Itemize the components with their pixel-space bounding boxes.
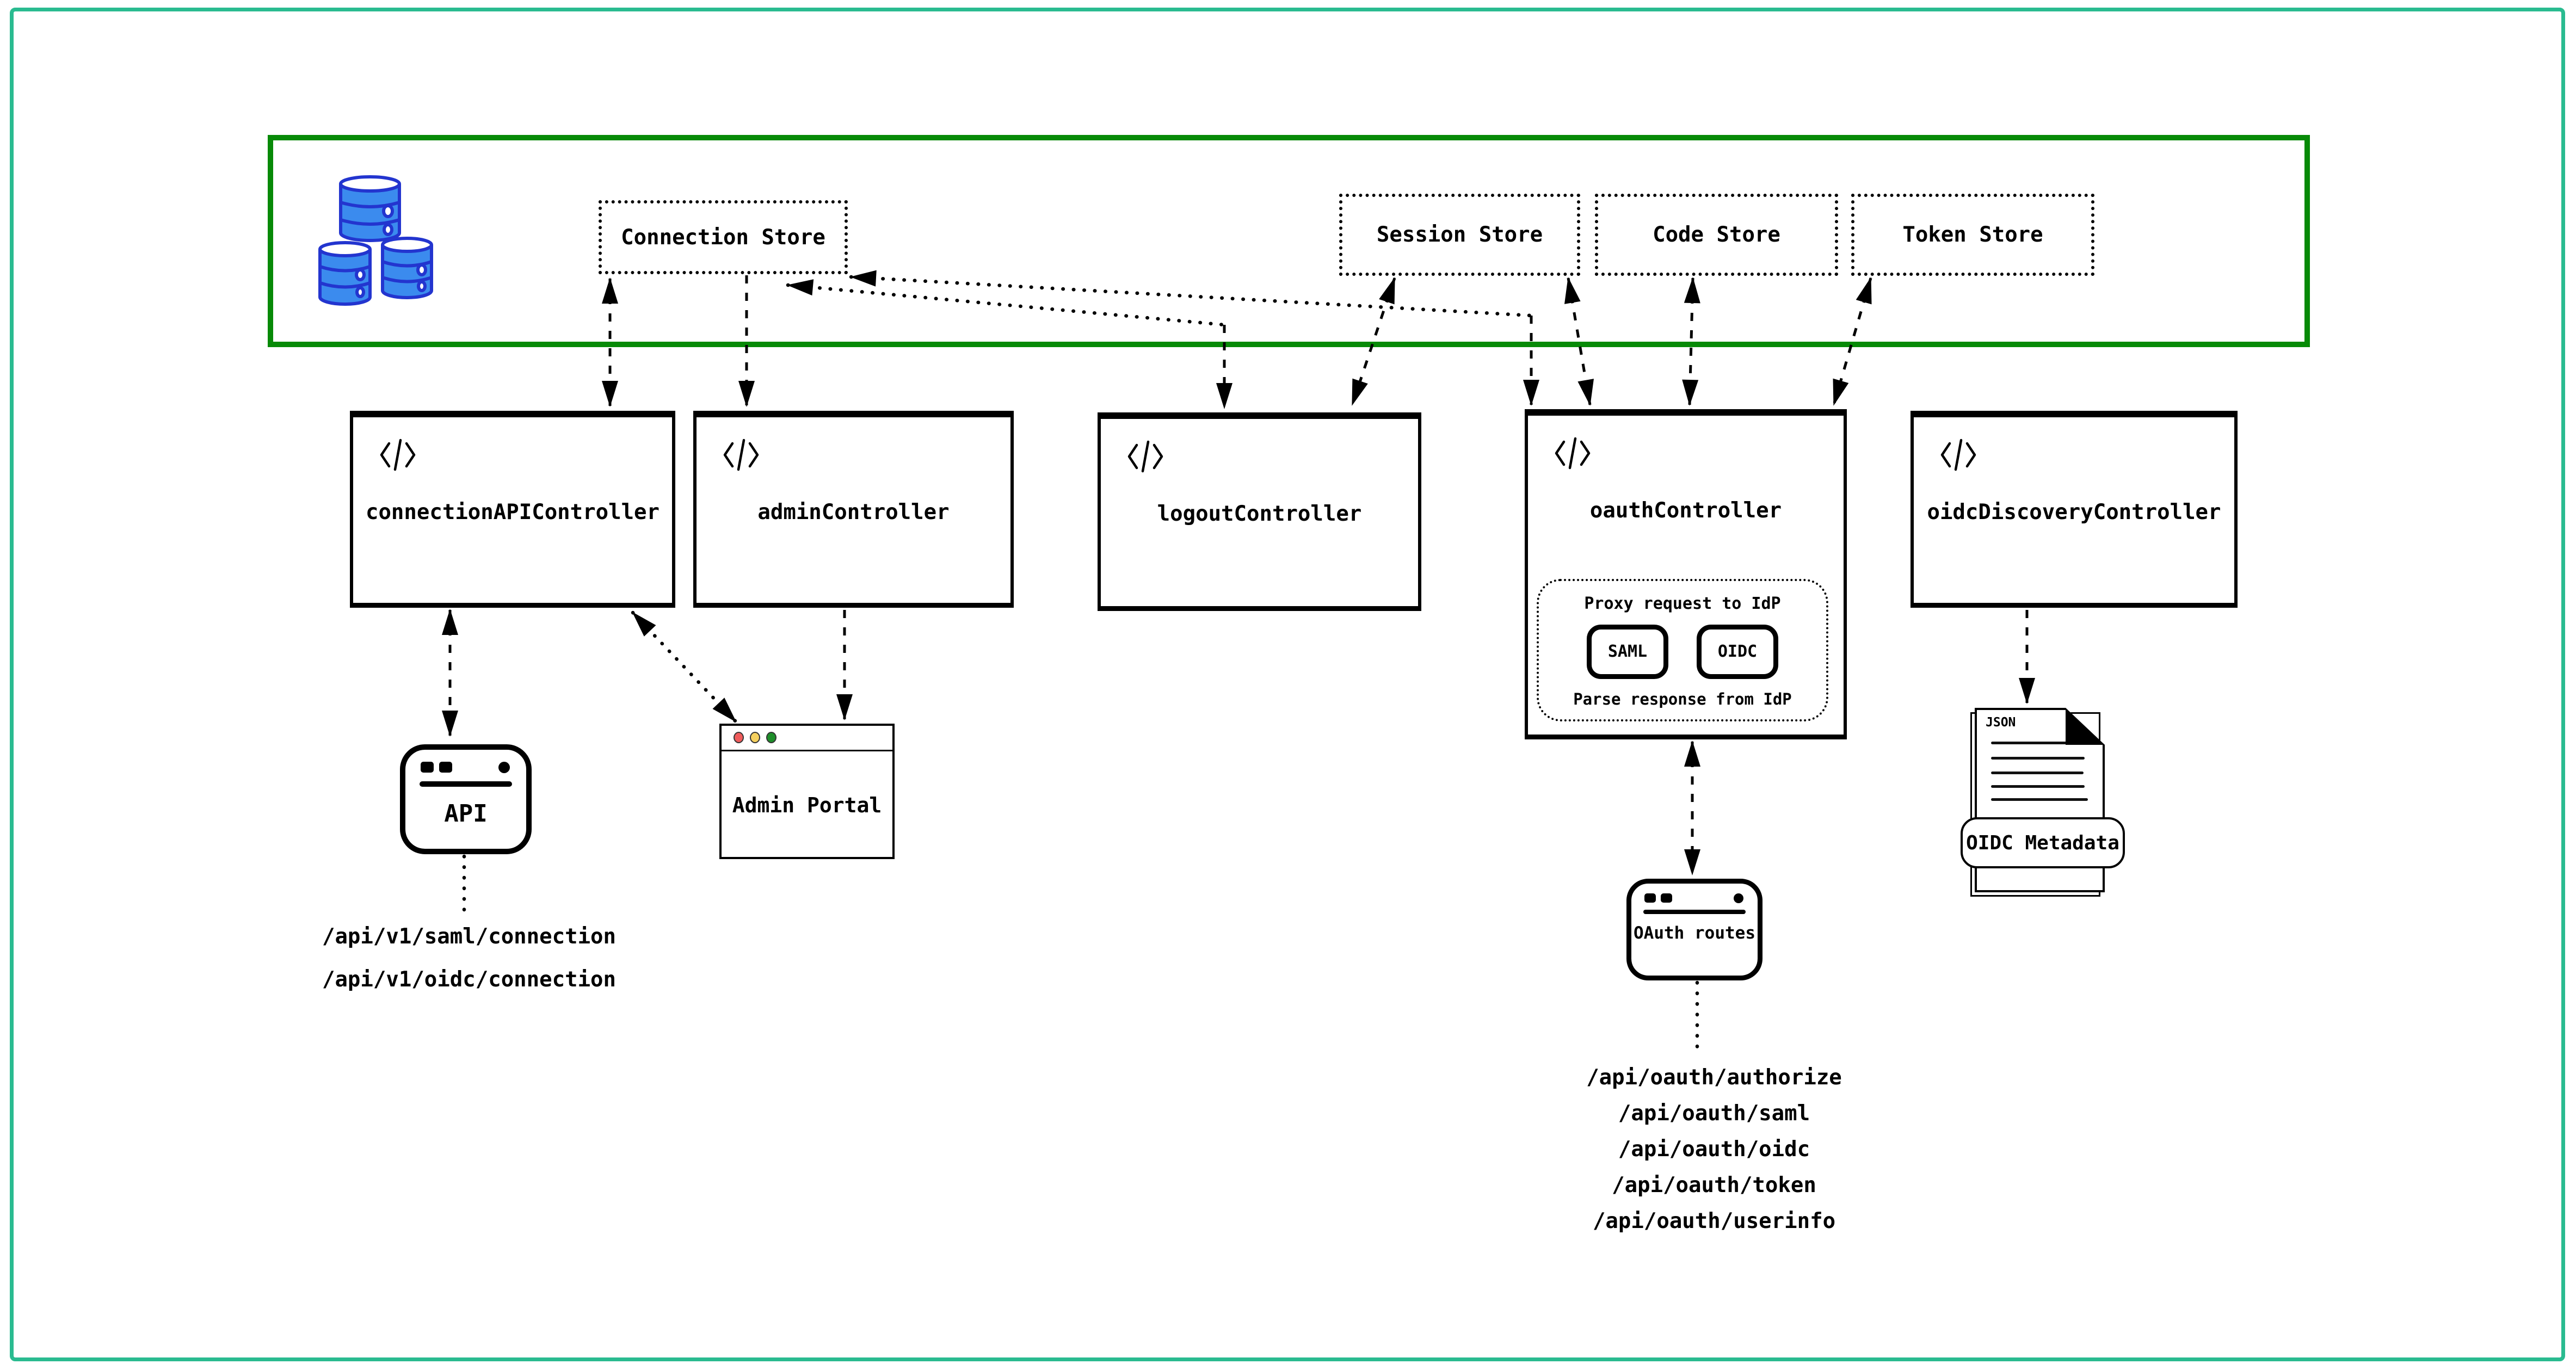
endpoint: /api/oauth/saml bbox=[1618, 1101, 1810, 1126]
window-button-icon bbox=[421, 762, 434, 773]
browser-titlebar bbox=[722, 726, 892, 751]
proxy-title: Proxy request to IdP bbox=[1584, 594, 1781, 613]
proxy-footer: Parse response from IdP bbox=[1573, 690, 1792, 708]
traffic-light-yellow-icon bbox=[750, 732, 760, 743]
code-icon bbox=[380, 439, 416, 471]
idp-proxy-box: Proxy request to IdP SAML OIDC Parse res… bbox=[1537, 579, 1828, 721]
document-text-line bbox=[1991, 798, 2088, 801]
oidc-metadata-label: OIDC Metadata bbox=[1966, 831, 2119, 854]
node-admin-controller: adminController bbox=[693, 411, 1014, 608]
json-file-type-label: JSON bbox=[1986, 715, 2016, 730]
node-connection-api-controller: connectionAPIController bbox=[350, 411, 675, 608]
store-token-label: Token Store bbox=[1902, 223, 2043, 247]
outer-border bbox=[10, 8, 2565, 1361]
endpoint: /api/oauth/authorize bbox=[1586, 1065, 1842, 1090]
api-label: API bbox=[444, 800, 488, 828]
node-oidc-discovery-controller: oidcDiscoveryController bbox=[1911, 411, 2238, 608]
store-connection: Connection Store bbox=[599, 200, 848, 274]
oidc-metadata-banner: OIDC Metadata bbox=[1961, 817, 2125, 868]
code-icon bbox=[1555, 437, 1591, 470]
window-button-icon bbox=[1734, 893, 1743, 903]
code-icon bbox=[1940, 439, 1976, 471]
store-code-label: Code Store bbox=[1653, 223, 1780, 247]
node-oauth-controller: oauthController Proxy request to IdP SAM… bbox=[1525, 409, 1847, 739]
document-text-line bbox=[1991, 772, 2084, 774]
endpoint: /api/oauth/oidc bbox=[1618, 1137, 1810, 1162]
window-button-icon bbox=[1661, 893, 1672, 903]
code-icon bbox=[1127, 440, 1163, 473]
node-label: logoutController bbox=[1157, 502, 1362, 526]
endpoint: /api/oauth/token bbox=[1612, 1173, 1816, 1198]
store-session-label: Session Store bbox=[1376, 223, 1543, 247]
oauth-endpoint-list: /api/oauth/authorize /api/oauth/saml /ap… bbox=[1551, 1065, 1877, 1234]
protocol-row: SAML OIDC bbox=[1587, 624, 1778, 679]
endpoint: /api/v1/oidc/connection bbox=[322, 967, 617, 992]
oauth-routes-label: OAuth routes bbox=[1634, 923, 1755, 943]
database-icon bbox=[318, 175, 433, 306]
store-connection-label: Connection Store bbox=[621, 225, 825, 250]
code-icon bbox=[723, 439, 759, 471]
window-button-icon bbox=[498, 762, 510, 773]
oauth-routes-window: OAuth routes bbox=[1626, 879, 1762, 980]
api-endpoint-list: /api/v1/saml/connection /api/v1/oidc/con… bbox=[306, 924, 632, 992]
window-toolbar bbox=[1643, 910, 1746, 914]
traffic-light-red-icon bbox=[734, 732, 744, 743]
store-token: Token Store bbox=[1851, 194, 2094, 276]
node-label: connectionAPIController bbox=[365, 500, 660, 524]
protocol-saml: SAML bbox=[1587, 624, 1668, 679]
node-label: oauthController bbox=[1589, 498, 1782, 523]
node-label: oidcDiscoveryController bbox=[1927, 500, 2221, 524]
window-toolbar bbox=[420, 781, 512, 787]
window-button-icon bbox=[1644, 893, 1656, 903]
node-logout-controller: logoutController bbox=[1098, 412, 1421, 611]
traffic-light-green-icon bbox=[766, 732, 777, 743]
store-code: Code Store bbox=[1595, 194, 1838, 276]
node-label: adminController bbox=[757, 500, 950, 524]
protocol-oidc: OIDC bbox=[1697, 624, 1778, 679]
endpoint: /api/v1/saml/connection bbox=[322, 924, 617, 949]
window-button-icon bbox=[439, 762, 452, 773]
admin-portal-label: Admin Portal bbox=[732, 793, 882, 817]
endpoint: /api/oauth/userinfo bbox=[1592, 1209, 1836, 1233]
api-app-window: API bbox=[400, 744, 532, 854]
admin-portal-window: Admin Portal bbox=[719, 724, 895, 859]
document-text-line bbox=[1991, 742, 2068, 744]
store-session: Session Store bbox=[1339, 194, 1580, 276]
document-text-line bbox=[1991, 757, 2085, 760]
document-text-line bbox=[1991, 785, 2085, 788]
